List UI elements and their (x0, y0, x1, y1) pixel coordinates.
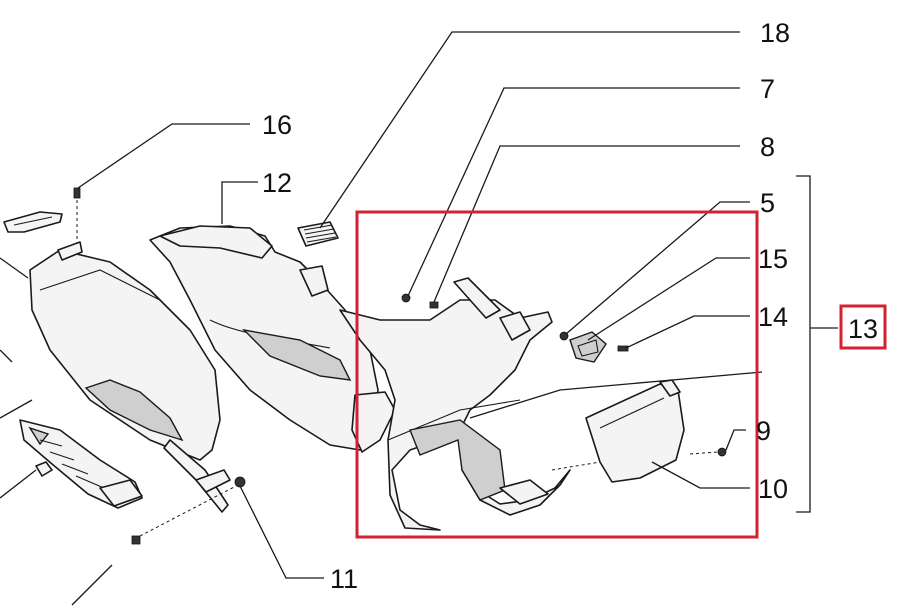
screw-11 (131, 476, 246, 545)
leader-8 (433, 145, 740, 303)
nut-left (35, 461, 53, 477)
callout-11: 11 (330, 564, 358, 594)
callout-5: 5 (760, 188, 775, 218)
highlight-box-13 (839, 304, 887, 350)
leader-5 (565, 201, 750, 335)
rod-strip (163, 439, 231, 513)
callout-16: 16 (262, 110, 292, 140)
callout-7: 7 (760, 74, 775, 104)
screw-14 (617, 345, 629, 352)
leader-18 (319, 31, 740, 229)
leader-16 (77, 123, 250, 189)
bracket-13 (796, 175, 811, 513)
leader-7 (407, 87, 740, 297)
front-cover-panel (585, 379, 685, 483)
leader-11 (239, 485, 324, 579)
callout-18: 18 (760, 18, 790, 48)
leader-line-bottom-left (71, 564, 113, 606)
leader-line-left-mid (0, 349, 13, 363)
leader-line-left-low (0, 399, 33, 419)
callout-9: 9 (756, 416, 771, 446)
leader-14 (625, 315, 750, 349)
grille-part-18 (297, 221, 339, 247)
screw-9 (689, 447, 727, 457)
center-side-panel (149, 225, 396, 453)
screw-8 (429, 301, 439, 309)
leader-12 (221, 181, 258, 224)
leader-15 (587, 257, 750, 341)
left-side-panel (29, 241, 221, 461)
leader-inner-dot (469, 371, 763, 419)
callout-15: 15 (758, 244, 788, 274)
leader-line-left-bottom (0, 469, 37, 499)
callout-12: 12 (262, 168, 292, 198)
callout-14: 14 (758, 302, 788, 332)
screw-16 (73, 187, 81, 250)
front-leg-shield (339, 277, 571, 531)
callout-13: 13 (848, 314, 878, 344)
leader-line-left-top (0, 257, 29, 279)
fitting-15 (569, 331, 607, 363)
dashed-guide-cover (551, 461, 601, 471)
leader-9 (725, 429, 746, 451)
highlight-box-assembly (355, 210, 759, 539)
callout-8: 8 (760, 132, 775, 162)
small-clip-part (3, 211, 63, 233)
grille-strip (19, 419, 143, 509)
leader-10 (651, 461, 750, 489)
callout-10: 10 (758, 474, 788, 504)
